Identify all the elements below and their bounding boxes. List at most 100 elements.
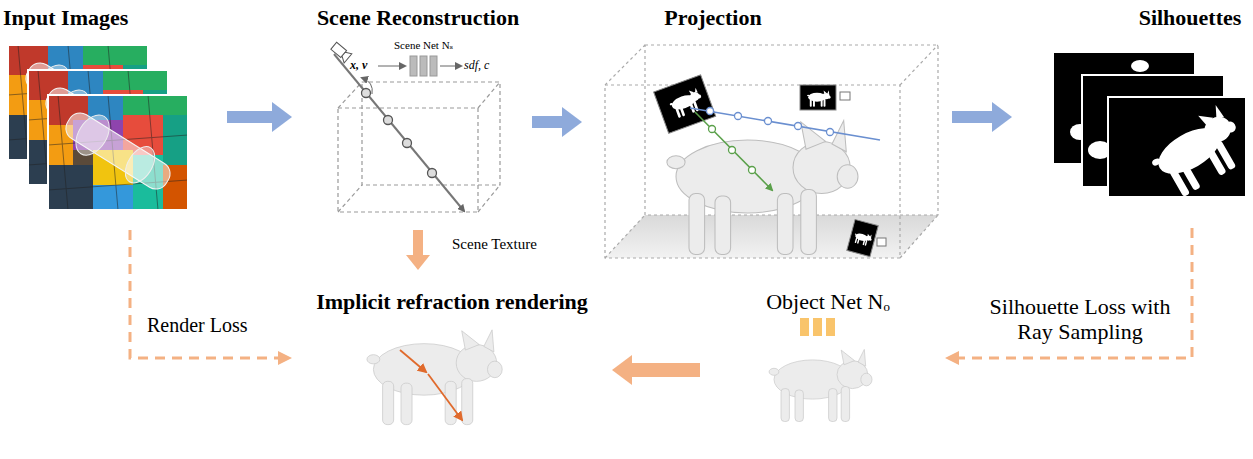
scene-volume xyxy=(338,82,500,212)
render-object xyxy=(367,330,502,425)
scene-volume xyxy=(330,42,500,212)
connector-arrow xyxy=(532,107,582,137)
object-net xyxy=(813,318,822,336)
projection-scene xyxy=(667,121,858,255)
projection-scene xyxy=(877,238,886,246)
edge-label: Silhouette Loss with Ray Sampling xyxy=(975,294,1185,345)
stage-panel: Projection xyxy=(582,4,952,226)
connector-line xyxy=(130,230,278,358)
projection-scene xyxy=(667,87,705,119)
projection-scene xyxy=(847,220,878,257)
connector-arrow xyxy=(406,230,430,270)
projection-scene xyxy=(795,123,802,130)
silhouette-stack xyxy=(1131,60,1149,72)
stage-heading: Projection xyxy=(664,6,761,30)
connector-arrow xyxy=(632,363,700,377)
projection-scene xyxy=(749,167,756,174)
stage-heading: Silhouettes xyxy=(1139,6,1242,30)
projection-scene xyxy=(707,108,834,136)
projection-scene xyxy=(800,85,836,110)
object-net xyxy=(800,318,809,336)
scene-volume xyxy=(338,82,500,212)
projection-scene xyxy=(605,45,938,258)
connector-arrow xyxy=(406,255,430,270)
input-image-stack xyxy=(57,102,179,201)
scene-volume xyxy=(340,50,352,63)
connector-arrowhead xyxy=(278,351,292,365)
scene-volume xyxy=(403,139,412,148)
scene-volume xyxy=(338,108,478,212)
projection-scene xyxy=(847,220,878,257)
projection-scene xyxy=(765,118,772,125)
edge-label: Scene Texture xyxy=(452,236,537,253)
stage-heading: Input Images xyxy=(3,6,128,30)
input-label: x, v xyxy=(350,59,367,73)
object-net xyxy=(826,318,835,336)
projection-scene xyxy=(853,230,873,247)
silhouette-stack xyxy=(1053,52,1253,202)
render-object xyxy=(428,374,462,420)
object-net xyxy=(769,318,872,422)
projection-scene xyxy=(605,215,938,258)
connector-arrow xyxy=(992,102,1012,132)
projection-scene xyxy=(707,108,714,115)
input-image-stack xyxy=(48,95,188,210)
connector-arrow xyxy=(227,111,272,123)
object-net xyxy=(800,318,835,336)
render-object xyxy=(400,350,426,372)
scene-volume xyxy=(428,169,437,178)
projection-scene xyxy=(605,45,938,258)
connector-arrow xyxy=(227,102,292,132)
stage-panel: Silhouettes xyxy=(1012,4,1250,226)
scene-volume xyxy=(410,56,437,76)
connector-arrow xyxy=(952,111,992,123)
scene-volume xyxy=(384,116,393,125)
stage-panel: Scene Reconstruction xyxy=(292,4,532,226)
stage-heading: Object Net Nₒ xyxy=(766,290,890,314)
projection-scene xyxy=(735,113,742,120)
scene-volume xyxy=(362,78,372,94)
network-panel: Object Net Nₒ xyxy=(700,282,945,432)
projection-scene xyxy=(709,126,756,174)
connector-arrow xyxy=(945,228,1192,365)
projection-scene xyxy=(605,45,938,258)
object-net xyxy=(769,349,872,421)
connector-arrow xyxy=(272,102,292,132)
connector-arrow xyxy=(532,116,562,128)
connector-line xyxy=(959,228,1192,358)
scene-volume xyxy=(330,42,352,63)
projection-scene xyxy=(840,92,850,100)
connector-arrow xyxy=(612,355,700,385)
scene-volume xyxy=(378,66,405,67)
output-label: sdf, c xyxy=(464,59,489,73)
connector-arrow xyxy=(612,355,632,385)
scene-volume xyxy=(362,89,371,98)
stage-heading: Implicit refraction rendering xyxy=(316,290,588,314)
connector-arrow xyxy=(562,107,582,137)
input-image-stack xyxy=(48,95,188,210)
scene-volume xyxy=(410,56,417,76)
projection-scene xyxy=(709,126,716,133)
scene-volume xyxy=(430,56,437,76)
input-image-stack xyxy=(8,45,188,210)
connector-arrow xyxy=(413,230,423,255)
projection-scene xyxy=(695,112,772,190)
projection-scene xyxy=(807,90,831,106)
projection-scene xyxy=(729,147,736,154)
stage-panel: Input Images xyxy=(3,4,227,226)
projection-scene xyxy=(827,129,834,136)
projection-scene xyxy=(605,85,900,258)
scene-volume xyxy=(362,89,437,178)
connector-arrow xyxy=(952,102,1012,132)
scene-volume xyxy=(362,82,500,185)
connector-arrow xyxy=(130,230,292,365)
rendering-panel: Implicit refraction rendering xyxy=(292,270,612,456)
connector-arrowhead xyxy=(945,351,959,365)
scene-volume xyxy=(440,66,461,67)
render-object xyxy=(367,330,502,425)
stage-heading: Scene Reconstruction xyxy=(317,6,519,30)
scene-volume xyxy=(420,56,427,76)
